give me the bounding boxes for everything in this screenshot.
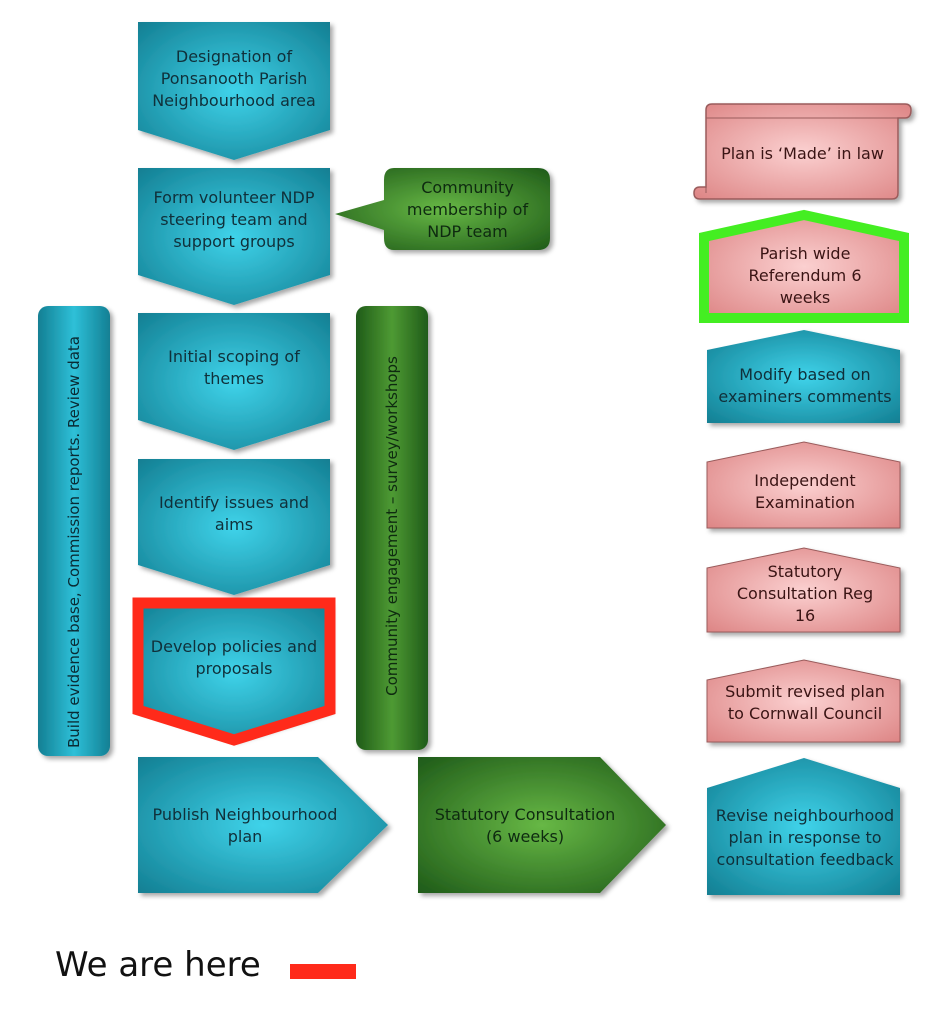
evidence-bar-shape bbox=[38, 306, 110, 756]
step-scoping-shape bbox=[138, 313, 330, 450]
step-referendum-label: Parish wide Referendum 6 weeks bbox=[748, 244, 862, 307]
step-submit-label: Submit revised plan to Cornwall Council bbox=[725, 682, 885, 723]
step-designation-label: Designation of Ponsanooth Parish Neighbo… bbox=[152, 47, 316, 110]
step-examination-label: Independent Examination bbox=[754, 471, 856, 512]
step-revise-shape bbox=[707, 758, 900, 895]
step-policies-shape bbox=[138, 603, 330, 740]
engagement-bar-label: Community engagement – survey/workshops bbox=[383, 356, 401, 696]
community-membership-callout-shape bbox=[335, 168, 550, 250]
statutory-consultation-shape bbox=[418, 757, 666, 893]
step-made-scroll-shape bbox=[693, 103, 912, 200]
step-designation-shape bbox=[138, 22, 330, 160]
step-examination-shape bbox=[706, 441, 901, 529]
step-policies-label: Develop policies and proposals bbox=[150, 637, 318, 678]
step-reg16-label: Statutory Consultation Reg 16 bbox=[736, 562, 874, 625]
statutory-consultation-label: Statutory Consultation (6 weeks) bbox=[434, 805, 616, 846]
step-modify-label: Modify based on examiners comments bbox=[718, 365, 892, 406]
community-membership-label: Community membership of NDP team bbox=[406, 178, 529, 241]
step-made-label: Plan is ‘Made’ in law bbox=[721, 144, 884, 163]
step-scoping-label: Initial scoping of themes bbox=[168, 347, 300, 388]
step-revise-label: Revise neighbourhood plan in response to… bbox=[715, 806, 895, 869]
step-form-team-label: Form volunteer NDP steering team and sup… bbox=[153, 188, 315, 251]
step-referendum-shape bbox=[699, 209, 909, 323]
step-reg16-shape bbox=[706, 547, 901, 633]
step-publish-label: Publish Neighbourhood plan bbox=[152, 805, 338, 846]
we-are-here-outline bbox=[132, 597, 336, 746]
step-modify-shape bbox=[707, 330, 900, 423]
step-form-team-shape bbox=[138, 168, 330, 305]
legend-marker bbox=[290, 964, 356, 979]
step-submit-shape bbox=[706, 659, 901, 743]
engagement-bar-shape bbox=[356, 306, 428, 750]
legend-label: We are here bbox=[55, 945, 261, 985]
evidence-bar-label: Build evidence base, Commission reports.… bbox=[65, 335, 83, 749]
step-publish-shape bbox=[138, 757, 388, 893]
step-issues-label: Identify issues and aims bbox=[158, 493, 310, 534]
step-issues-shape bbox=[138, 459, 330, 595]
